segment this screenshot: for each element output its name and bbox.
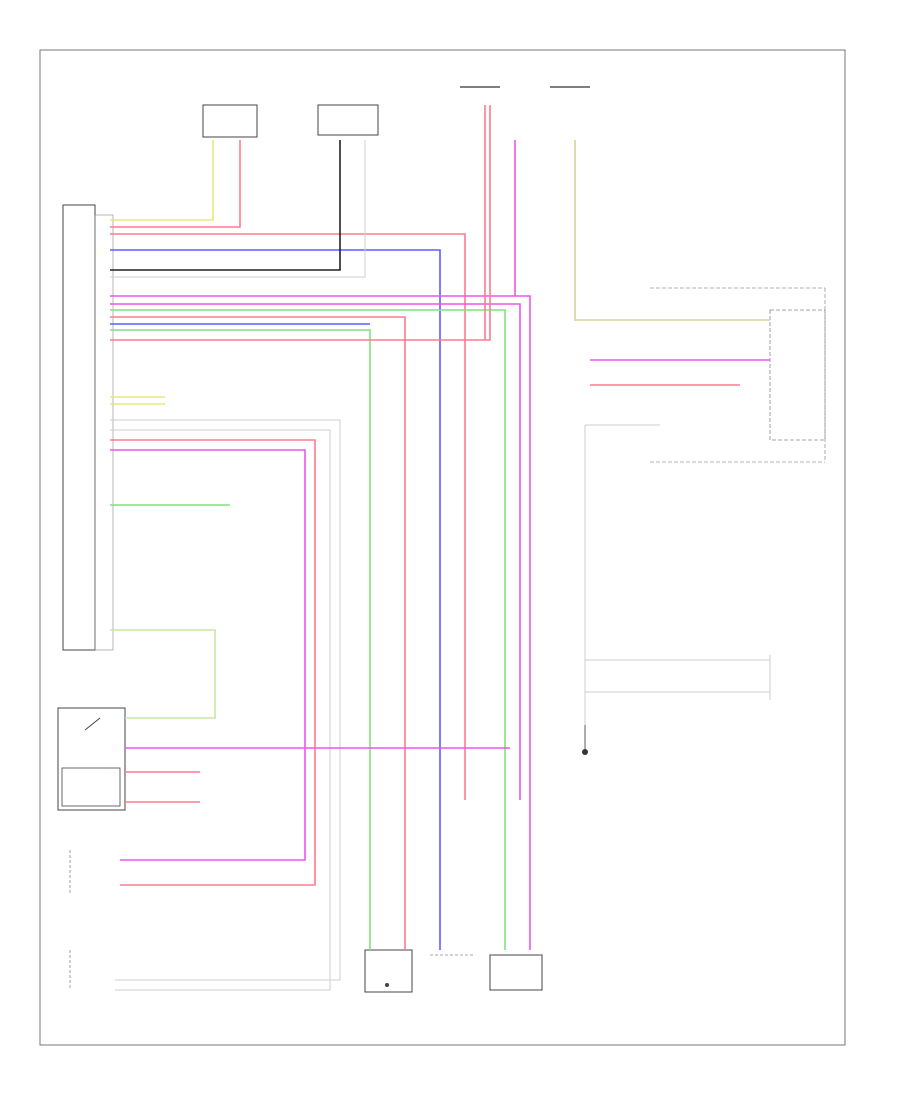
wire-pink-1 <box>110 140 241 228</box>
front-sensor-left <box>202 104 258 138</box>
wire-magenta-21 <box>110 449 306 861</box>
wire-pink-2 <box>110 233 466 800</box>
wire-green-11 <box>110 329 371 950</box>
wire-yellow-0 <box>110 140 214 221</box>
right-ecu <box>650 287 826 463</box>
wire-blue-3 <box>110 249 441 950</box>
diagram-frame <box>39 49 846 1046</box>
wire-green-8 <box>110 309 506 950</box>
wire-pink-12 <box>110 105 491 341</box>
front-sensor-right <box>317 104 379 136</box>
wire-tan-15 <box>574 140 770 321</box>
ground-point <box>582 725 588 755</box>
wire-gray-19 <box>110 429 331 991</box>
wire-light_green-23 <box>110 629 216 719</box>
bottom-connector-3 <box>489 954 543 991</box>
wire-pink-9 <box>110 316 406 950</box>
wire-pink-20 <box>110 439 316 886</box>
wire-gray-18 <box>110 419 341 981</box>
wire-magenta-7 <box>110 303 521 800</box>
wires <box>110 105 771 991</box>
wire-gray-5 <box>110 140 366 278</box>
switch-assembly <box>57 707 126 811</box>
bottom-connector-1 <box>364 949 413 993</box>
wire-magenta-6 <box>110 295 531 950</box>
main-ecu <box>62 204 114 651</box>
wire-black-4 <box>110 140 341 271</box>
